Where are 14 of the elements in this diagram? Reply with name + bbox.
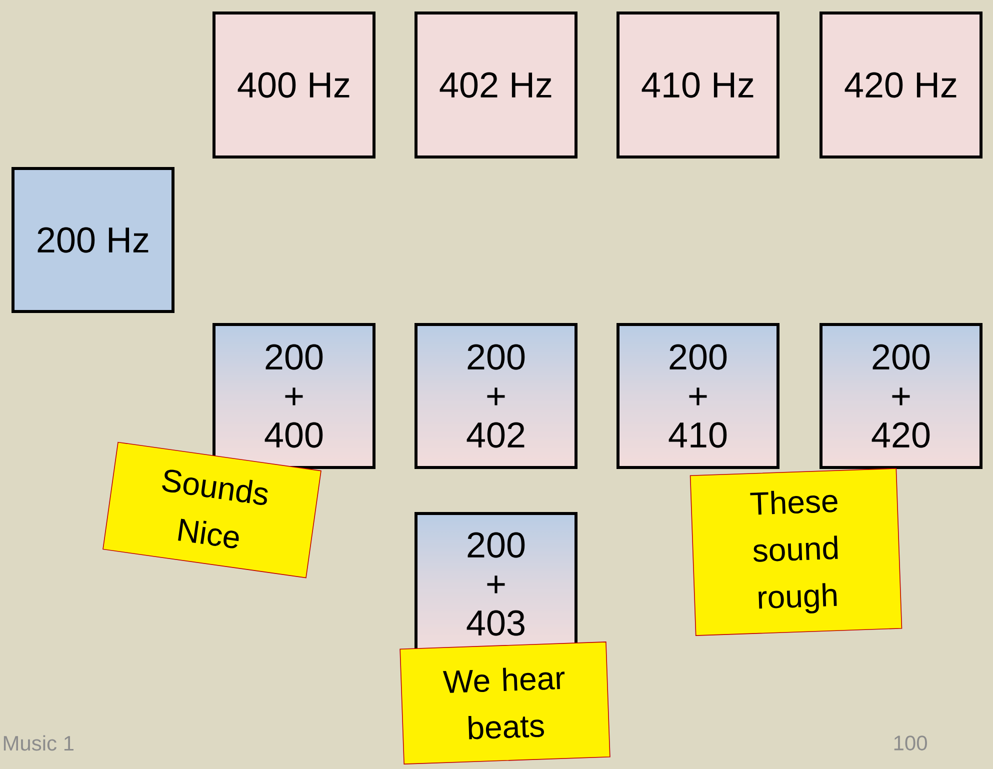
footer-text: Music 1 [4,735,74,751]
sum-box: 200 + 402 [414,323,578,469]
frequency-box: 402 Hz [414,12,578,158]
frequency-box: 420 Hz [820,12,982,158]
sum-box: 200 + 403 [414,512,578,656]
frequency-box: 400 Hz [212,12,376,158]
frequency-box: 410 Hz [616,12,780,158]
sticky-note: We hear beats [400,642,610,764]
sum-box: 200 + 420 [820,323,982,469]
sticky-note: These sound rough [690,468,902,636]
sum-box: 200 + 400 [212,323,376,469]
sum-box: 200 + 410 [616,323,780,469]
footer-text: 100 [894,736,927,750]
frequency-box: 200 Hz [12,167,174,313]
